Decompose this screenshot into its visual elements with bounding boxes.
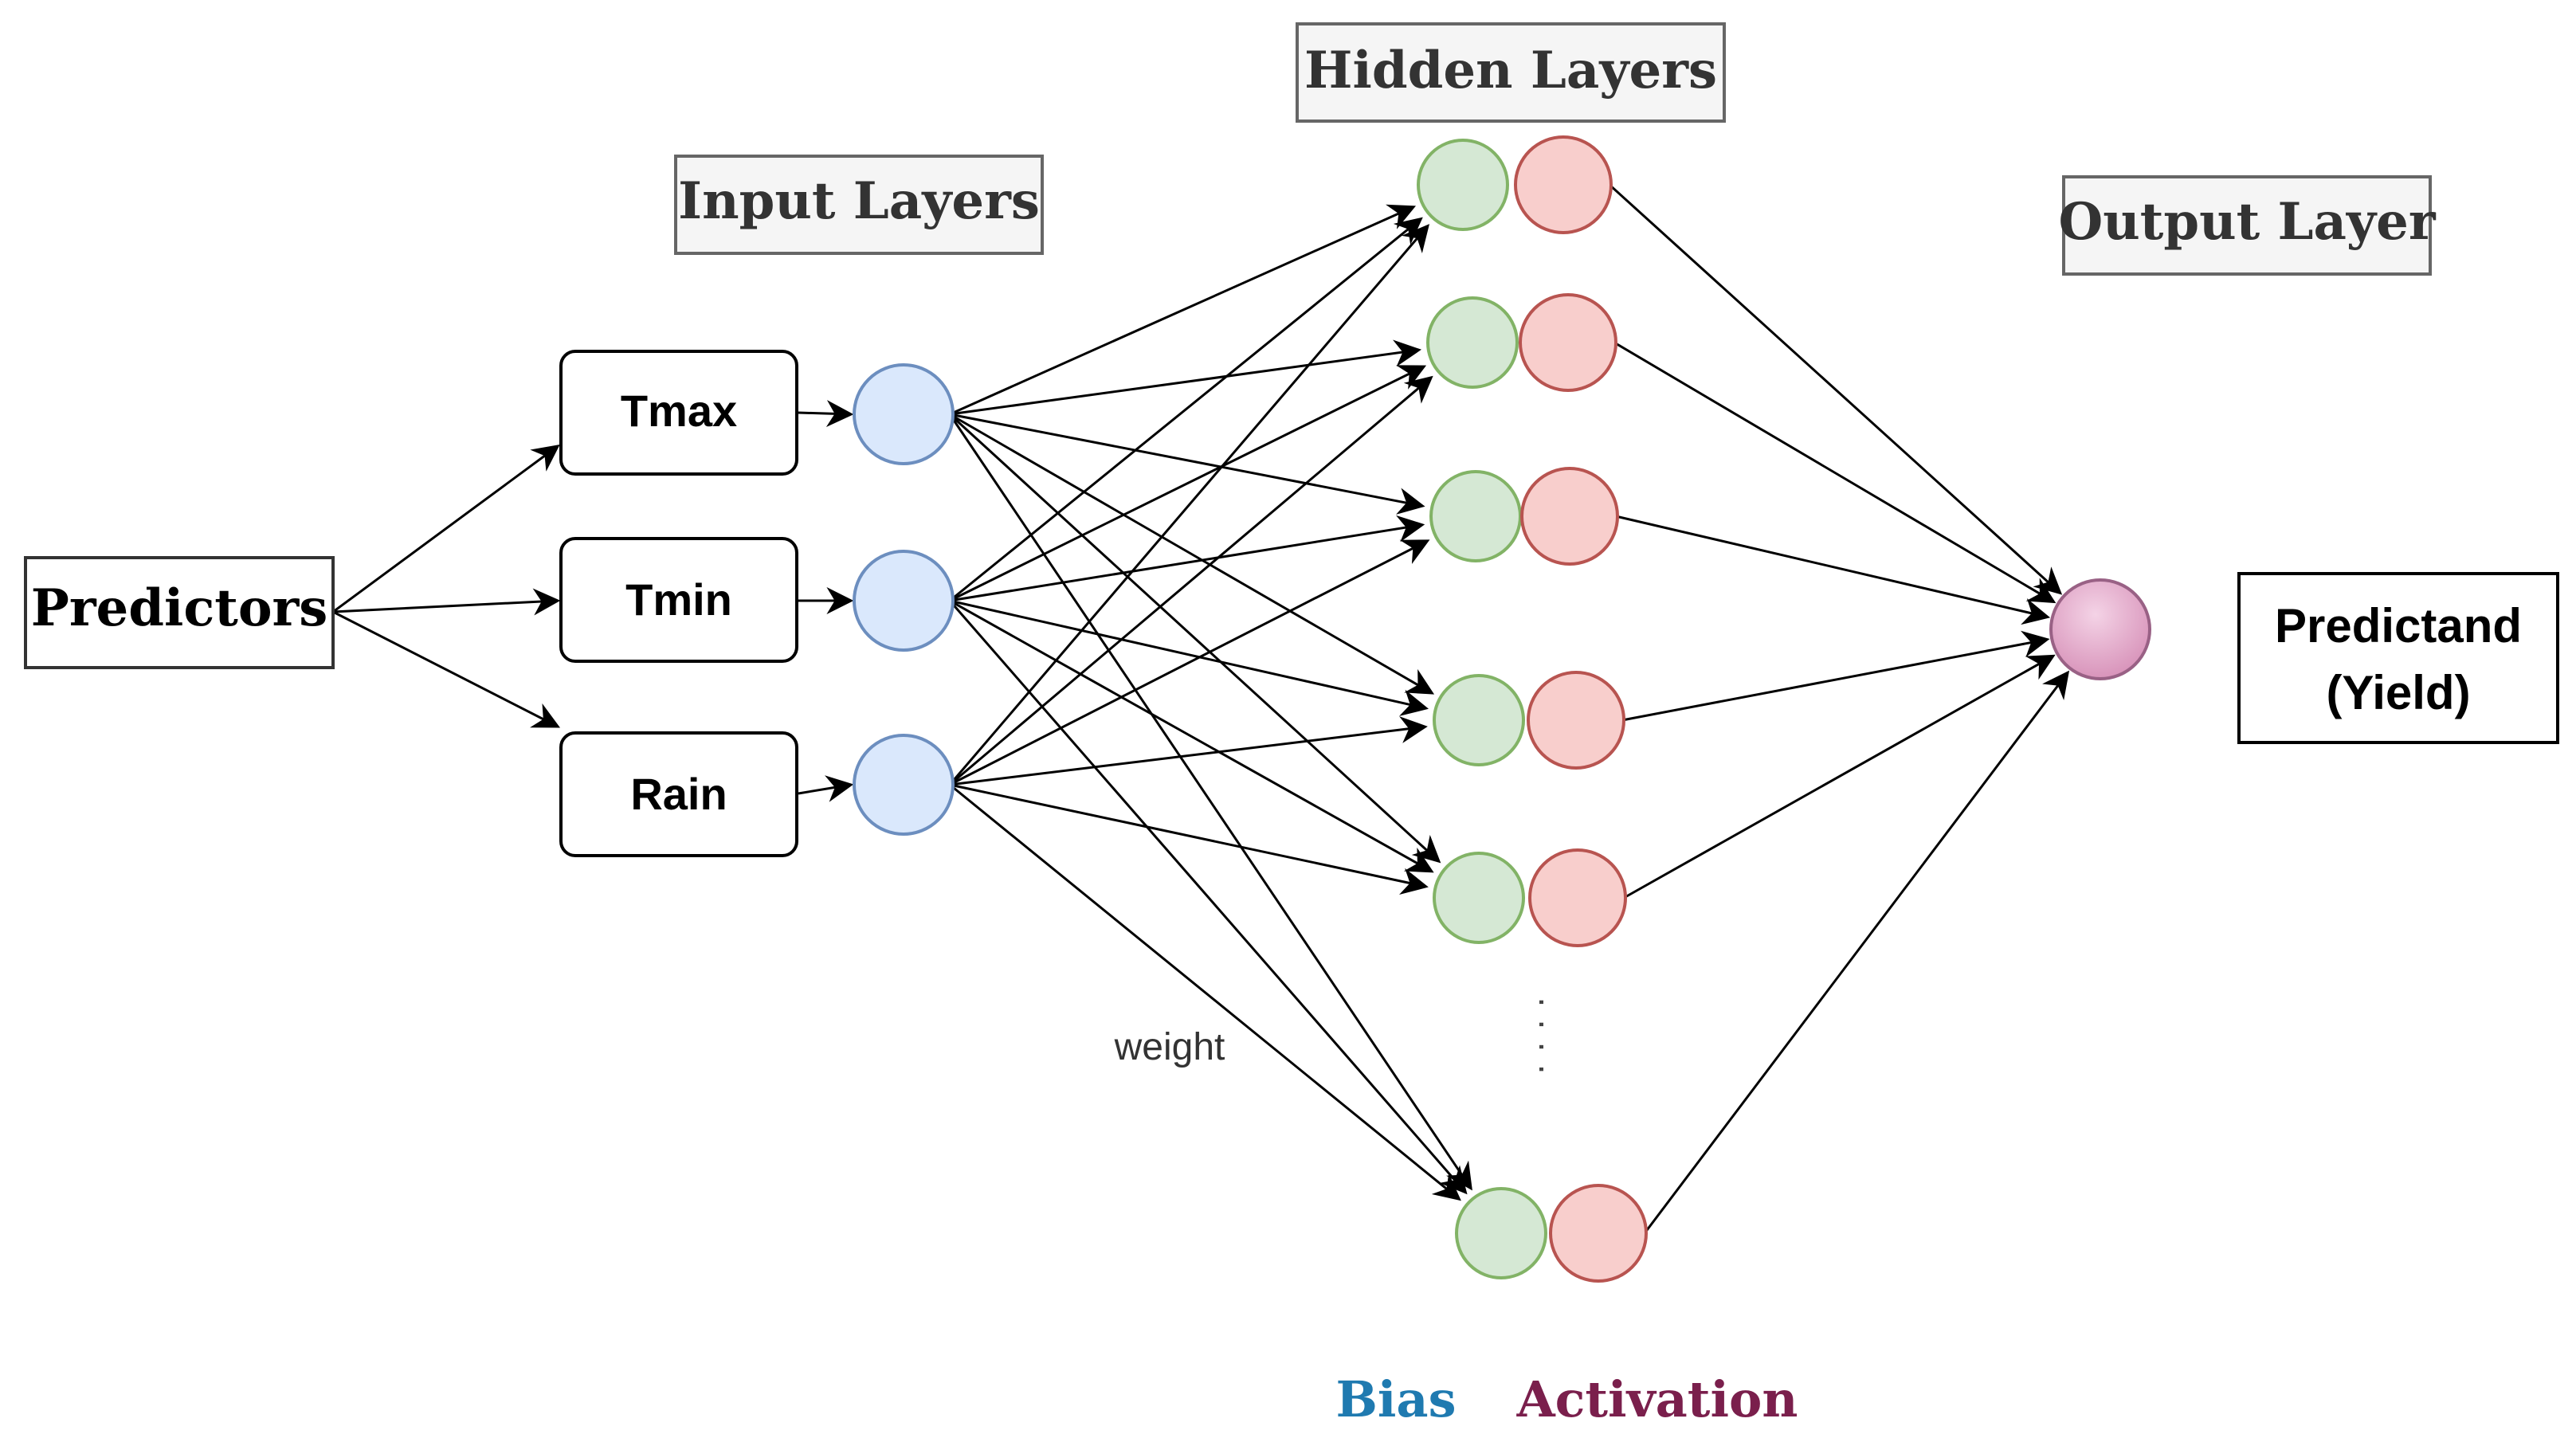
input-label-tmin: Tmin [625,574,732,625]
weight-label: weight [1114,1026,1225,1068]
input-box-tmax: Tmax [559,350,798,476]
input-label-tmax: Tmax [621,386,737,436]
activation-node-5 [1549,1184,1648,1283]
input-layers-title-text: Input Layers [678,171,1040,231]
edge-input-2-to-hidden-5 [949,783,1461,1201]
predictand-label-line1: Predictand [2275,599,2522,652]
input-node-2 [853,734,955,836]
bias-node-4 [1433,852,1525,944]
edge-box-to-input-2 [798,775,854,802]
hidden-ellipsis: · · · · [1523,996,1565,1076]
activation-node-0 [1514,135,1613,234]
edge-input-0-to-hidden-5 [948,413,1472,1191]
edge-input-2-to-hidden-2 [949,539,1430,786]
edge-input-2-to-hidden-0 [948,224,1430,786]
activation-node-4 [1528,848,1627,947]
bias-node-5 [1455,1187,1547,1279]
output-layer-title: Output Layer [2058,175,2437,276]
activation-node-3 [1527,671,1625,770]
bias-node-3 [1433,674,1525,766]
input-box-rain: Rain [559,731,798,857]
predictand-label-line2: (Yield) [2326,666,2470,719]
edge-box-to-input-0 [798,400,854,428]
input-layers-title: Input Layers [674,155,1044,255]
legend-bias-label: Bias [1335,1370,1456,1428]
edge-hidden-1-to-output [1613,341,2056,604]
edge-hidden-3-to-output [1621,630,2050,722]
predictors-box: Predictors [24,556,335,669]
input-box-tmin: Tmin [559,537,798,663]
bias-node-1 [1426,296,1519,389]
predictors-label: Predictors [31,578,328,638]
edge-predictors-to-tmin [332,588,561,616]
activation-node-1 [1519,293,1617,392]
legend-activation-label: Activation [1516,1370,1798,1428]
edge-hidden-5-to-output [1643,670,2070,1234]
edge-hidden-2-to-output [1615,515,2051,625]
connections [332,183,2070,1234]
input-node-0 [853,363,955,465]
edge-input-1-to-hidden-3 [949,599,1429,716]
edge-predictors-to-tmax [332,444,560,613]
output-node [2049,578,2151,680]
edge-input-1-to-hidden-4 [949,599,1434,873]
edge-input-1-to-hidden-1 [949,365,1427,602]
output-layer-title-text: Output Layer [2058,192,2436,252]
edge-input-1-to-hidden-5 [948,600,1468,1195]
edge-input-0-to-hidden-2 [949,413,1425,515]
edge-input-1-to-hidden-0 [949,217,1423,602]
edge-input-0-to-hidden-4 [948,413,1441,864]
network-nodes [853,135,2151,1283]
edge-predictors-to-rain [332,610,561,728]
edge-hidden-0-to-output [1608,183,2063,595]
bias-node-0 [1417,139,1509,231]
hidden-layers-title: Hidden Layers [1296,22,1726,123]
edge-input-0-to-hidden-1 [949,339,1421,416]
edge-hidden-4-to-output [1623,654,2056,899]
edge-input-1-to-hidden-2 [949,515,1425,602]
input-label-rain: Rain [630,769,727,819]
edge-input-2-to-hidden-4 [949,783,1429,895]
hidden-layers-title-text: Hidden Layers [1304,41,1717,100]
edge-input-2-to-hidden-3 [949,716,1428,786]
edge-input-0-to-hidden-3 [949,413,1435,695]
edge-input-2-to-hidden-1 [949,375,1433,786]
edge-input-0-to-hidden-0 [949,204,1417,416]
bias-node-2 [1429,470,1522,562]
predictand-box: Predictand (Yield) [2237,572,2559,744]
activation-node-2 [1520,467,1619,566]
input-node-1 [853,550,955,652]
